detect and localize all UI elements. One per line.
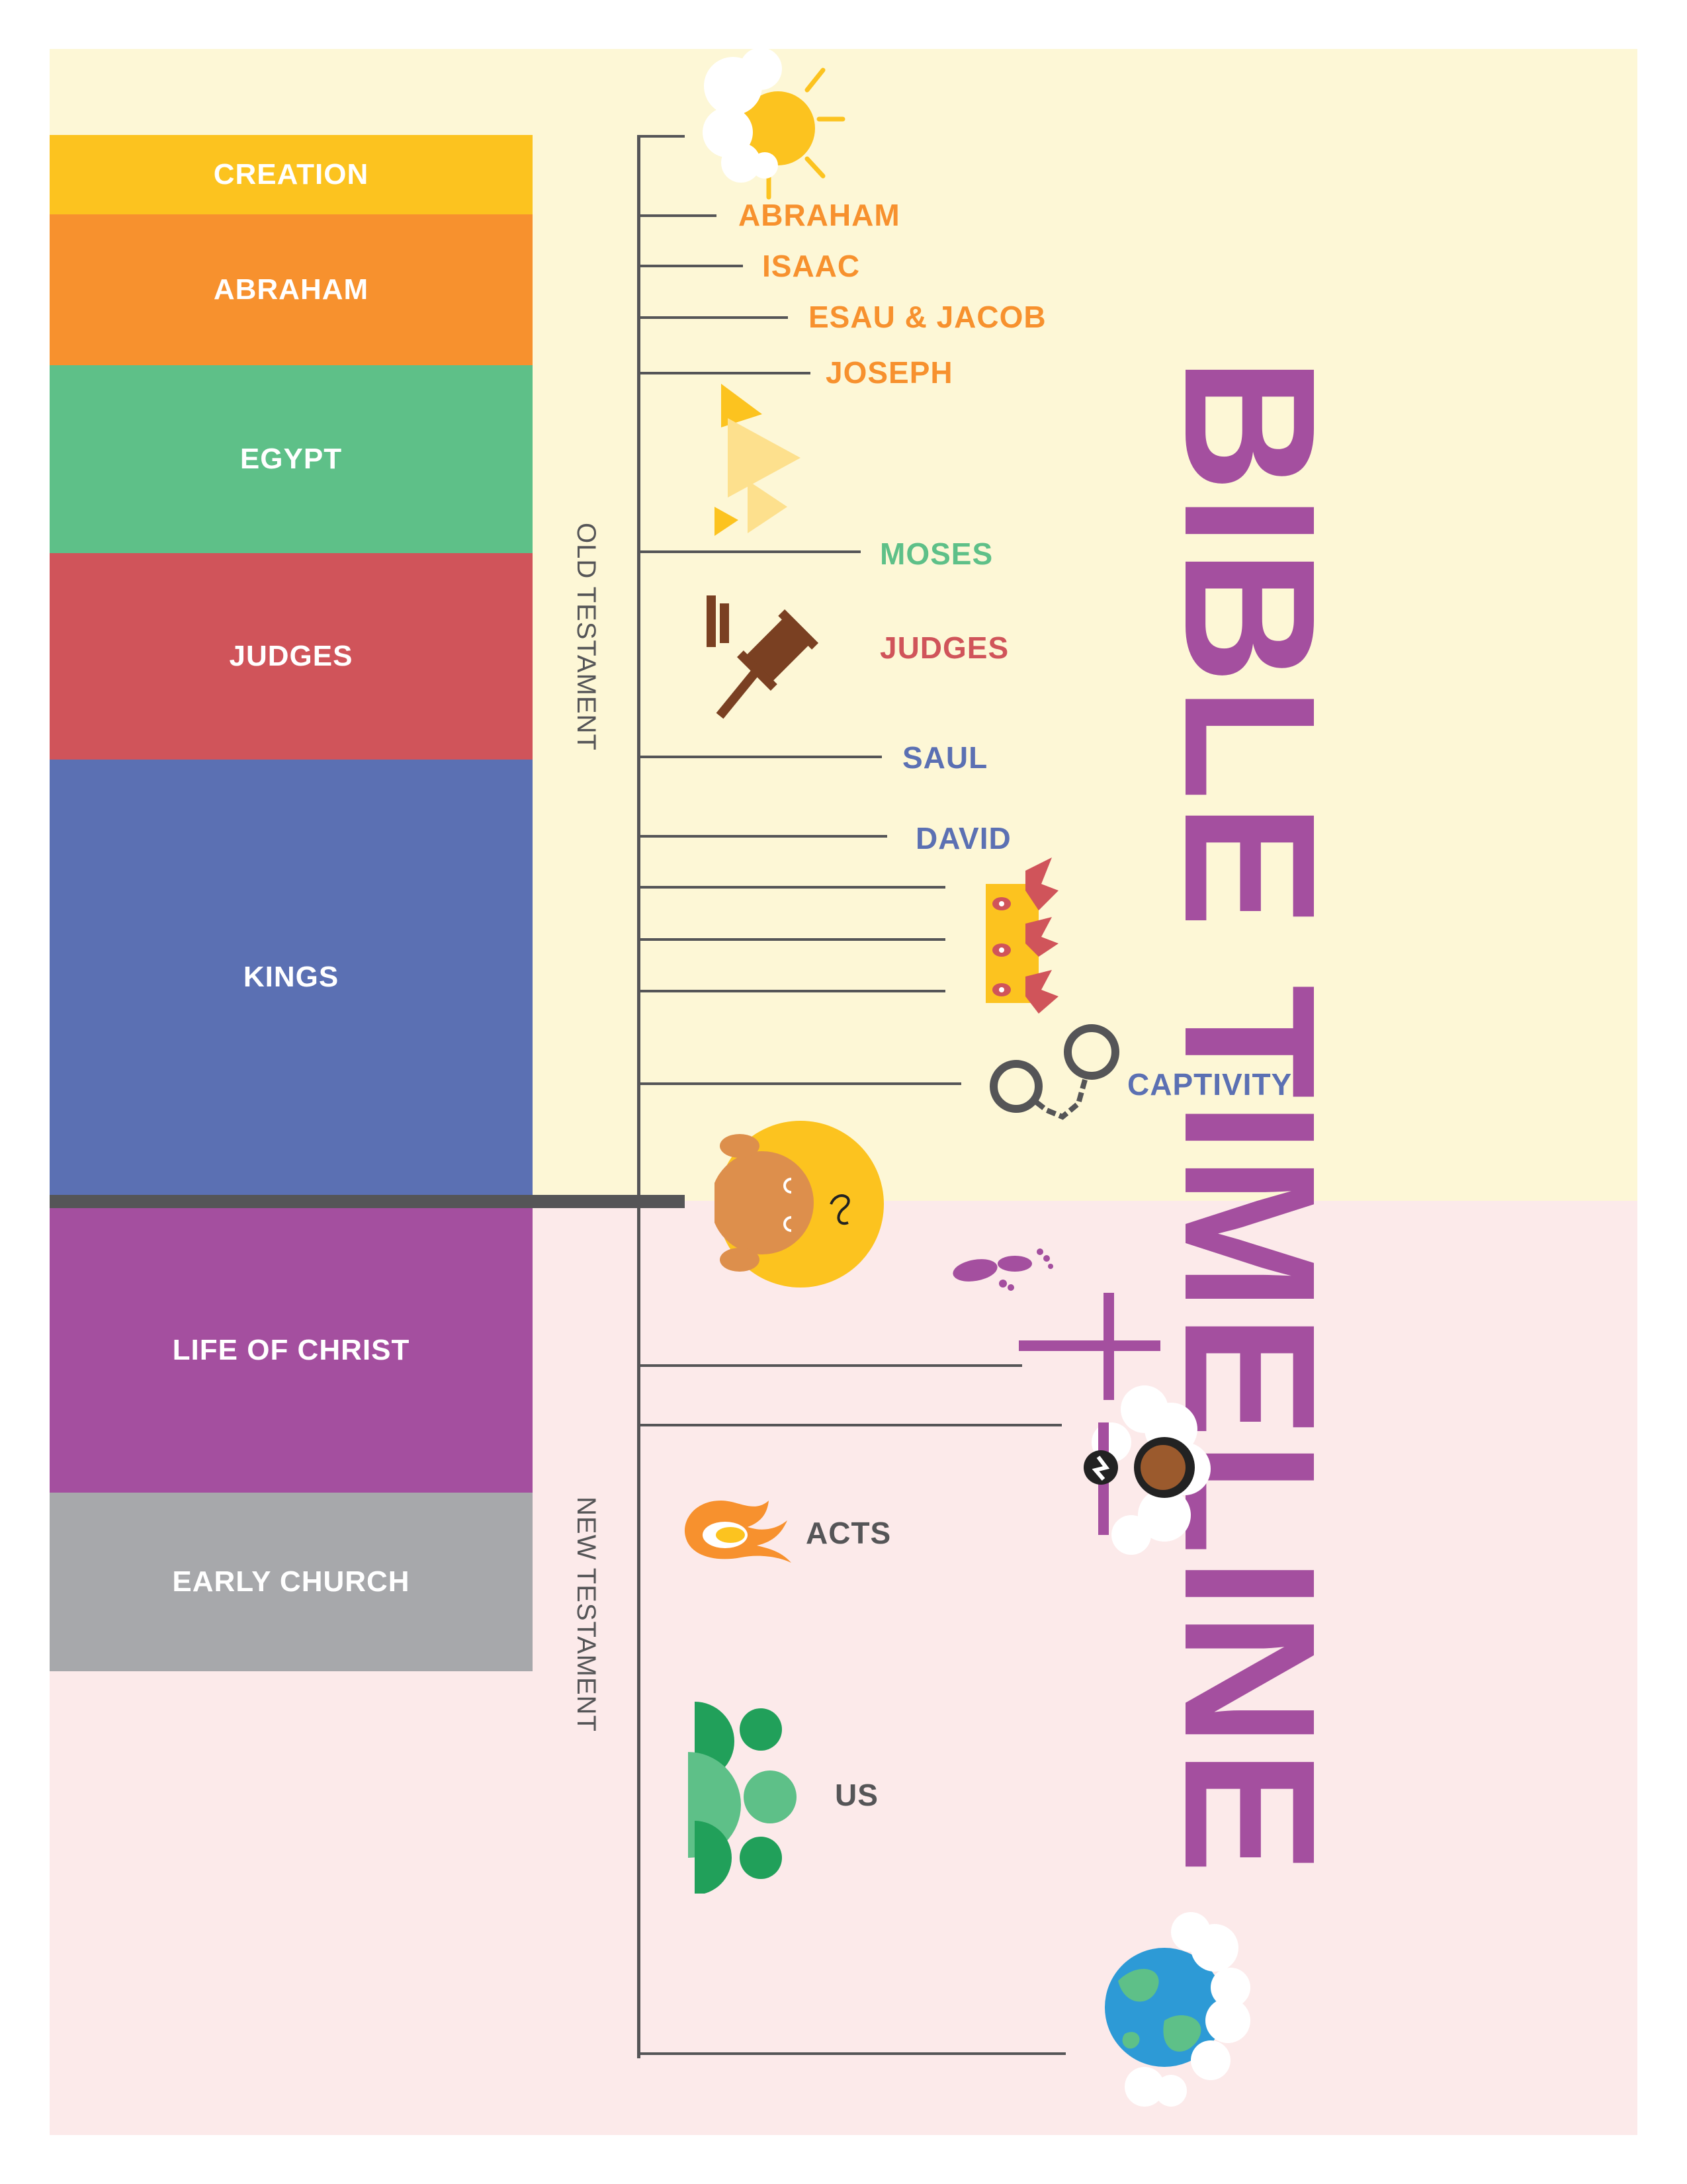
era-label: EARLY CHURCH xyxy=(172,1565,410,1598)
cross-icon xyxy=(1019,1293,1160,1400)
era-label: LIFE OF CHRIST xyxy=(172,1334,410,1366)
tick-saul xyxy=(637,756,882,758)
crown-icon xyxy=(986,857,1059,1014)
event-label-joseph: JOSEPH xyxy=(826,355,953,390)
event-label-judges: JUDGES xyxy=(880,631,1010,665)
event-label-acts: ACTS xyxy=(806,1516,892,1550)
tick-david xyxy=(637,835,887,838)
tick-king-2 xyxy=(637,938,945,941)
era-creation: CREATION xyxy=(50,135,533,214)
flame-icon xyxy=(684,1501,791,1563)
tick-crucifixion xyxy=(637,1364,1022,1367)
tick-abraham xyxy=(637,214,716,217)
sun-icon xyxy=(703,48,845,200)
new-testament-label: NEW TESTAMENT xyxy=(572,1497,601,1732)
tick-joseph xyxy=(637,372,810,374)
timeline-axis-old xyxy=(637,135,640,1198)
pyramids-icon xyxy=(714,384,800,536)
era-label: CREATION xyxy=(213,158,369,191)
tick-moses xyxy=(637,550,861,553)
era-life-of-christ: LIFE OF CHRIST xyxy=(50,1208,533,1493)
event-label-saul: SAUL xyxy=(902,740,988,775)
event-label-abraham: ABRAHAM xyxy=(738,198,900,232)
tick-king-3 xyxy=(637,990,945,992)
timeline-axis-new xyxy=(637,1207,640,2058)
tick-esau-jacob xyxy=(637,316,788,319)
testament-divider xyxy=(50,1195,685,1208)
event-label-us: US xyxy=(835,1778,879,1812)
page-title: BIBLE TIMELINE xyxy=(1146,357,1354,1877)
event-label-isaac: ISAAC xyxy=(762,249,861,283)
era-label: KINGS xyxy=(243,961,339,993)
baby-icon xyxy=(714,1121,884,1288)
tick-resurrection xyxy=(637,1424,1062,1426)
era-early-church: EARLY CHURCH xyxy=(50,1493,533,1671)
tick-king-1 xyxy=(637,886,945,889)
event-label-david: DAVID xyxy=(916,821,1012,855)
era-label: ABRAHAM xyxy=(213,273,369,306)
event-label-moses: MOSES xyxy=(880,537,994,571)
tick-isaac xyxy=(637,265,743,267)
era-label: EGYPT xyxy=(239,443,343,475)
gavel-icon xyxy=(707,595,819,719)
earth-icon xyxy=(1105,1912,1250,2107)
event-label-captivity: CAPTIVITY xyxy=(1127,1067,1293,1102)
era-label: JUDGES xyxy=(229,640,353,672)
tick-end xyxy=(637,2052,1066,2055)
old-testament-label: OLD TESTAMENT xyxy=(572,523,601,751)
event-label-esau-jacob: ESAU & JACOB xyxy=(808,300,1047,334)
footprints-icon xyxy=(953,1248,1053,1291)
risen-christ-icon xyxy=(1084,1385,1211,1555)
tick-captivity xyxy=(637,1082,961,1085)
era-egypt: EGYPT xyxy=(50,365,533,553)
era-judges: JUDGES xyxy=(50,553,533,760)
era-kings: KINGS xyxy=(50,760,533,1195)
era-abraham: ABRAHAM xyxy=(50,214,533,365)
tick-creation xyxy=(637,135,685,138)
handcuffs-icon xyxy=(990,1024,1119,1120)
people-icon xyxy=(688,1702,797,1894)
